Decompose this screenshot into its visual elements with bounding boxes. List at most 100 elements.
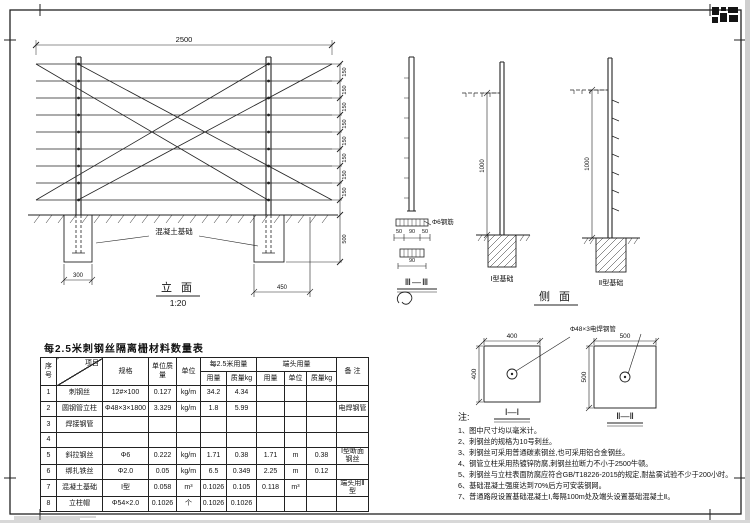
dim-foundation-left: 300 <box>73 273 84 279</box>
pipe-spec-label: Φ48×3电焊钢管 <box>570 324 616 333</box>
foundation-type2-label: Ⅱ型基础 <box>599 278 623 287</box>
table-cell <box>200 431 227 449</box>
plan1-pipe <box>506 368 518 380</box>
col-header-unit: 单位 <box>176 357 201 386</box>
table-cell <box>176 431 201 449</box>
table-cell <box>284 431 308 449</box>
concrete-foundation-label: 混凝土基础 <box>155 226 193 236</box>
table-cell <box>284 416 308 433</box>
dim-foundation-depth: 500 <box>342 234 348 243</box>
table-cell: kg/m <box>176 400 201 418</box>
table-cell <box>148 416 177 433</box>
page-edge-shadow-right <box>745 0 750 523</box>
dim-plan2-height: 500 <box>581 371 588 382</box>
table-cell <box>306 400 338 418</box>
col-header-no: 序号 <box>40 357 57 386</box>
section3-label: Ⅲ—Ⅲ <box>405 277 429 287</box>
dim-wire-gap: 150 <box>342 136 348 145</box>
elevation-title: 立 面 <box>161 280 195 294</box>
qr-stamp <box>712 7 738 23</box>
concrete-leaders <box>95 235 259 247</box>
table-cell: 圆钢管立柱 <box>56 400 103 418</box>
plan1-leader <box>515 336 571 372</box>
table-cell: 0.1026 <box>148 495 177 513</box>
table-cell: 12#×100 <box>102 385 149 402</box>
dim-wire-gap: 150 <box>342 102 348 111</box>
section3-hooks <box>404 77 409 199</box>
rebar-leader <box>423 220 432 226</box>
note-item: 6、基础混凝土强度达到70%后方可安装钢网。 <box>458 481 606 490</box>
elevation-scale: 1:20 <box>170 298 187 308</box>
table-cell: 焊接钢管 <box>56 416 103 433</box>
diagonal-braces <box>35 63 333 201</box>
table-cell: 0.058 <box>148 479 177 497</box>
sheet-border <box>4 4 746 521</box>
table-cell: 7 <box>40 479 57 497</box>
foundation-right <box>253 214 285 263</box>
table-cell <box>256 416 286 433</box>
table-cell <box>256 385 286 402</box>
col-header-qty: 用量 <box>200 371 227 386</box>
col-header-unit2: 单位 <box>284 371 308 386</box>
foundation-type1-label: Ⅰ型基础 <box>490 274 513 283</box>
table-cell: 1 <box>40 385 57 402</box>
col-group-per25: 每2.5米用量 <box>199 357 258 372</box>
table-cell: 0.105 <box>225 479 258 497</box>
table-cell <box>148 431 177 449</box>
table-cell: Ⅰ型断面钢丝 <box>336 447 370 465</box>
dim-sec3-b: 90 <box>409 229 415 235</box>
plan2-square <box>593 345 657 409</box>
dim-sec3-a: 50 <box>396 229 402 235</box>
table-cell <box>256 495 286 513</box>
table-cell: kg/m <box>176 463 201 481</box>
table-cell: Ⅰ型 <box>102 479 149 497</box>
dim-wire-gap: 150 <box>342 153 348 162</box>
note-item: 2、刺钢丝的规格为10号刺丝。 <box>458 437 557 446</box>
page-edge-shadow-bottom <box>0 520 750 523</box>
table-cell: 6 <box>40 463 57 481</box>
section-3-view <box>393 56 437 305</box>
dim-wire-gap: 150 <box>342 187 348 196</box>
section3-post <box>407 56 416 212</box>
table-cell <box>284 385 308 402</box>
table-cell: 电焊钢管 <box>336 400 370 418</box>
table-cell: 8 <box>40 495 57 513</box>
table-cell: 0.1026 <box>200 495 227 513</box>
table-cell: 4.34 <box>225 385 258 402</box>
dim-side-height-a: 1000 <box>480 159 486 173</box>
dim-elevation-width: 2500 <box>176 35 193 44</box>
table-row: 4 <box>40 431 370 449</box>
col-header-mass: 质量kg <box>225 371 258 386</box>
side-title: 侧 面 <box>539 290 573 303</box>
col-header-item: 项目 <box>56 357 103 386</box>
table-cell: 0.1026 <box>225 495 258 513</box>
col-header-unit-mass: 单位质量 <box>148 357 177 386</box>
table-cell <box>336 495 370 513</box>
note-item: 5、刺钢丝与立柱表面防腐应符合GB/T18226-2015的规定,耐盐雾试验不少… <box>458 470 733 479</box>
col-header-mass: 质量kg <box>306 371 338 386</box>
table-cell: 立柱帽 <box>56 495 103 513</box>
note-item: 4、钢管立柱采用热镀锌防腐,刺钢丝拉断力不小于2500牛顿。 <box>458 459 653 468</box>
table-cell: 5.99 <box>225 400 258 418</box>
note-item: 7、普通路段设置基础混凝土Ⅰ,每隔100m处及端头设置基础混凝土Ⅱ。 <box>458 492 675 501</box>
dim-plan1-width: 400 <box>507 333 518 340</box>
dim-wire-gap: 150 <box>342 119 348 128</box>
table-cell <box>336 385 370 402</box>
table-cell <box>336 431 370 449</box>
table-cell <box>256 400 286 418</box>
rebar-label: Φ6钢筋 <box>432 217 454 226</box>
col-header-spec: 规格 <box>102 357 149 386</box>
table-cell: 0.349 <box>225 463 258 481</box>
col-group-end: 端头用量 <box>256 357 338 372</box>
table-cell: 3.329 <box>148 400 177 418</box>
